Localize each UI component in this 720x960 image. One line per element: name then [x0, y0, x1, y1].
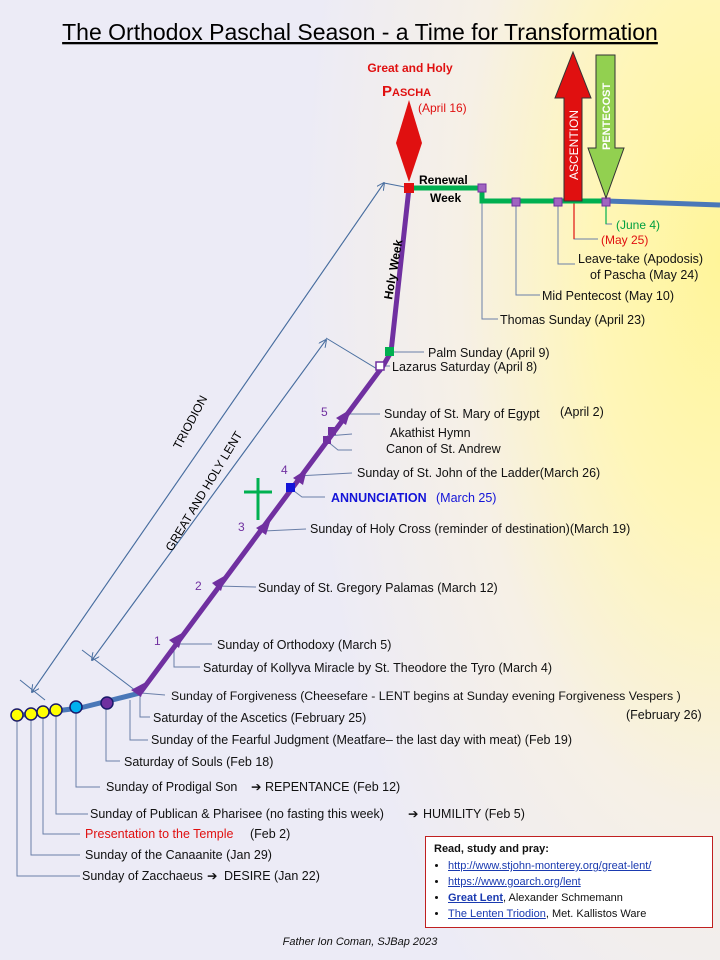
- pascha-heading: Great and Holy: [367, 61, 453, 75]
- pentecost-arrow: [587, 54, 625, 200]
- andrew-marker: [328, 427, 336, 435]
- lazarus-label: Lazarus Saturday (April 8): [392, 360, 537, 374]
- resources-heading: Read, study and pray:: [434, 843, 549, 855]
- mid-pentecost-label: Mid Pentecost (May 10): [542, 289, 674, 303]
- mary-egypt-label: Sunday of St. Mary of Egypt: [384, 407, 540, 421]
- renewal-line1: Renewal: [419, 173, 468, 187]
- great-lent-book-link[interactable]: Great Lent: [448, 892, 504, 904]
- palm-label: Palm Sunday (April 9): [428, 346, 550, 360]
- signature: Father Ion Coman, SJBap 2023: [282, 936, 438, 948]
- mary-egypt-date: (April 2): [560, 405, 604, 419]
- thomas-marker: [477, 183, 487, 193]
- resources-box: Read, study and pray: http://www.stjohn-…: [425, 836, 713, 928]
- mid-pentecost-marker: [511, 197, 521, 207]
- cross-icon: [244, 478, 272, 520]
- akathist-label: Akathist Hymn: [390, 426, 471, 440]
- week-number-3: 3: [238, 520, 245, 534]
- leave-take-marker: [553, 197, 563, 207]
- paschal-line: [409, 185, 606, 204]
- pre-lent-dots: [10, 696, 114, 722]
- goarch-link[interactable]: https://www.goarch.org/lent: [448, 876, 581, 888]
- week-number-1: 1: [154, 634, 161, 648]
- list-item: Great Lent, Alexander Schmemann: [448, 891, 704, 905]
- sunday-markers: [131, 409, 351, 697]
- ascension-label: ASCENTION: [567, 110, 581, 180]
- lenten-triodion-book-link[interactable]: The Lenten Triodion: [448, 908, 546, 920]
- resources-list: http://www.stjohn-monterey.org/great-len…: [434, 859, 704, 921]
- leave-take-label-2: of Pascha (May 24): [590, 268, 698, 282]
- list-item: https://www.goarch.org/lent: [448, 875, 704, 889]
- lenten-triodion-author: , Met. Kallistos Ware: [545, 908, 647, 920]
- prodigal-tail: REPENTANCE (Feb 12): [265, 780, 400, 794]
- week-number-2: 2: [195, 579, 202, 593]
- triodion-bracket-tick: [19, 679, 46, 701]
- arrow-right-icon: ➔: [251, 780, 262, 794]
- annunciation-marker: [286, 483, 295, 492]
- andrew-label: Canon of St. Andrew: [386, 442, 502, 456]
- holy-cross-label: Sunday of Holy Cross (reminder of destin…: [310, 522, 630, 536]
- list-item: The Lenten Triodion, Met. Kallistos Ware: [448, 907, 704, 921]
- lent-bracket-tick-low: [81, 649, 141, 695]
- publican-tail: HUMILITY (Feb 5): [423, 807, 525, 821]
- kollyva-label: Saturday of Kollyva Miracle by St. Theod…: [203, 661, 552, 675]
- souls-label: Saturday of Souls (Feb 18): [124, 755, 273, 769]
- zacchaeus-label: Sunday of Zacchaeus: [82, 869, 203, 883]
- annunciation-date: (March 25): [436, 491, 496, 505]
- pascha-marker: [404, 183, 414, 193]
- palamas-label: Sunday of St. Gregory Palamas (March 12): [258, 581, 498, 595]
- great-lent-author: , Alexander Schmemann: [503, 892, 623, 904]
- pascha-diamond: [396, 100, 422, 182]
- arrow-right-icon: ➔: [408, 807, 419, 821]
- ascension-date: (May 25): [601, 233, 648, 247]
- akathist-marker: [323, 436, 331, 444]
- canaanite-label: Sunday of the Canaanite (Jan 29): [85, 848, 272, 862]
- pentecost-date: (June 4): [616, 218, 660, 232]
- lent-bracket-line-back: [92, 339, 327, 660]
- list-item: http://www.stjohn-monterey.org/great-len…: [448, 859, 704, 873]
- ascension-arrow: [554, 50, 592, 202]
- week-number-4: 4: [281, 463, 288, 477]
- leader-lines: [16, 188, 612, 877]
- presentation-label: Presentation to the Temple: [85, 827, 234, 841]
- week-number-5: 5: [321, 405, 328, 419]
- after-pentecost-line: [605, 198, 720, 208]
- stjohn-link[interactable]: http://www.stjohn-monterey.org/great-len…: [448, 860, 652, 872]
- orthodoxy-label: Sunday of Orthodoxy (March 5): [217, 638, 391, 652]
- zacchaeus-tail: DESIRE (Jan 22): [224, 869, 320, 883]
- judgment-label: Sunday of the Fearful Judgment (Meatfare…: [151, 733, 572, 747]
- thomas-label: Thomas Sunday (April 23): [500, 313, 645, 327]
- leave-take-label-1: Leave-take (Apodosis): [578, 252, 703, 266]
- renewal-line2: Week: [430, 191, 461, 205]
- pascha-date: (April 16): [418, 101, 467, 115]
- presentation-date: (Feb 2): [250, 827, 290, 841]
- pascha-name: Pascha: [382, 83, 431, 100]
- forgiveness-label: Sunday of Forgiveness (Cheesefare - LENT…: [171, 689, 681, 703]
- lent-bracket-tick: [325, 337, 383, 373]
- lazarus-marker: [375, 361, 385, 371]
- pentecost-label: PENTECOST: [601, 82, 613, 150]
- prodigal-label: Sunday of Prodigal Son: [106, 780, 237, 794]
- ascetics-label: Saturday of the Ascetics (February 25): [153, 711, 366, 725]
- page-title: The Orthodox Paschal Season - a Time for…: [62, 19, 658, 45]
- forgiveness-date: (February 26): [626, 708, 702, 722]
- arrow-right-icon: ➔: [207, 869, 218, 883]
- triodion-bracket-line-back: [32, 182, 385, 692]
- publican-label: Sunday of Publican & Pharisee (no fastin…: [90, 807, 384, 821]
- annunciation-label: ANNUNCIATION: [331, 491, 427, 505]
- john-ladder-label: Sunday of St. John of the Ladder(March 2…: [357, 466, 600, 480]
- palm-marker: [385, 347, 394, 356]
